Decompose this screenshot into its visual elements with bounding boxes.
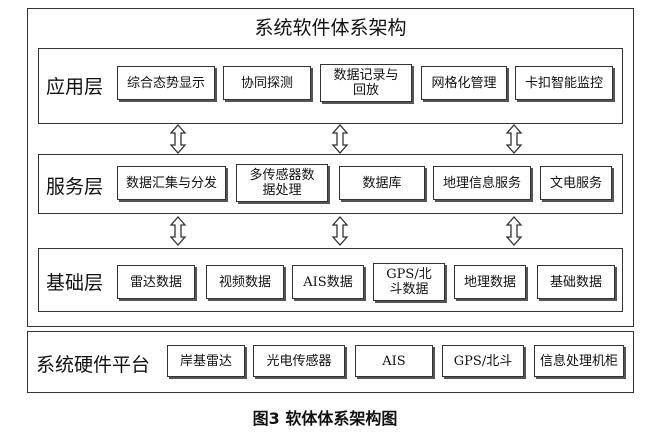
module-geographic-data: 地理数据 — [454, 265, 526, 299]
base-layer-label: 基础层 — [46, 272, 104, 294]
module-ais-data: AIS数据 — [292, 265, 364, 299]
module-gis-service: 地理信息服务 — [433, 166, 531, 200]
double-arrow-icon — [505, 216, 523, 246]
double-arrow-icon — [331, 216, 349, 246]
double-arrow-icon — [169, 216, 187, 246]
module-checkpoint-monitoring: 卡扣智能监控 — [515, 66, 613, 100]
module-cooperative-detection: 协同探测 — [223, 66, 311, 100]
module-radar-data: 雷达数据 — [117, 265, 195, 299]
hw-info-processing-cabinet: 信息处理机柜 — [534, 345, 624, 377]
hw-ais: AIS — [355, 345, 433, 377]
hardware-platform-label: 系统硬件平台 — [36, 354, 151, 376]
diagram-title: 系统软件体系架构 — [254, 17, 407, 39]
double-arrow-icon — [169, 124, 187, 154]
application-layer-label: 应用层 — [46, 76, 104, 98]
module-grid-management: 网格化管理 — [421, 66, 507, 100]
module-database: 数据库 — [339, 166, 425, 200]
module-gps-beidou-data: GPS/北斗数据 — [373, 263, 445, 301]
module-data-record-playback: 数据记录与回放 — [320, 64, 412, 102]
module-basic-data: 基础数据 — [537, 265, 615, 299]
double-arrow-icon — [331, 124, 349, 154]
double-arrow-icon — [505, 124, 523, 154]
software-architecture-frame — [27, 8, 634, 327]
hw-shore-radar: 岸基雷达 — [167, 345, 245, 377]
hw-gps-beidou: GPS/北斗 — [442, 345, 524, 377]
hw-electro-optical-sensor: 光电传感器 — [253, 345, 345, 377]
module-message-service: 文电服务 — [540, 166, 612, 200]
hardware-platform-frame — [27, 331, 634, 393]
service-layer-label: 服务层 — [46, 176, 104, 198]
module-data-aggregation: 数据汇集与分发 — [117, 166, 226, 200]
figure-caption: 图3 软体体系架构图 — [252, 409, 398, 428]
module-multisensor-processing: 多传感器数据处理 — [236, 164, 328, 202]
module-video-data: 视频数据 — [206, 265, 284, 299]
module-situation-display: 综合态势显示 — [117, 66, 215, 100]
